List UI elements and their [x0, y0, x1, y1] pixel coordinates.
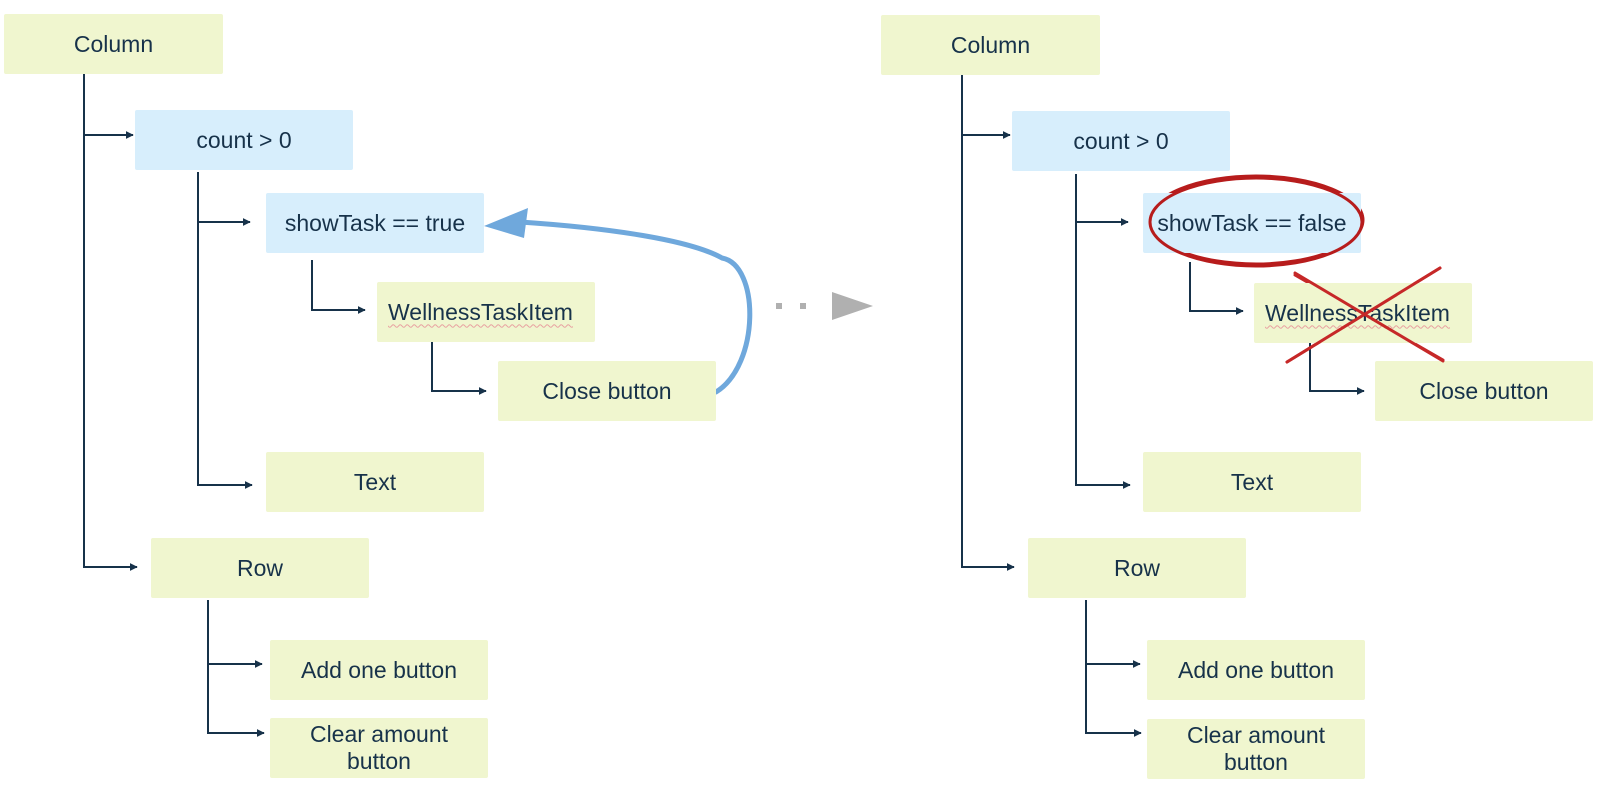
connector-column-to-count-right: [961, 74, 1011, 139]
node-clear-amount-button: Clear amount button: [270, 718, 488, 778]
transition-dot-1: [776, 303, 782, 309]
clear-button-label-line1: Clear amount: [309, 721, 449, 747]
connector-wellness-to-close: [431, 341, 487, 395]
node-clear-amount-button-after: Clear amount button: [1147, 719, 1365, 779]
node-text-after: Text: [1143, 452, 1361, 512]
node-add-one-button-after: Add one button: [1147, 640, 1365, 700]
node-wellness-task-item: WellnessTaskItem: [377, 282, 595, 342]
connector-row-to-clear-right: [1085, 664, 1142, 737]
connector-column-to-row: [83, 135, 138, 571]
clear-button-label-line1-after: Clear amount: [1186, 722, 1326, 748]
node-column-after: Column: [881, 15, 1100, 75]
node-row-after: Row: [1028, 538, 1246, 598]
recompose-arrowhead: [484, 208, 528, 238]
node-text: Text: [266, 452, 484, 512]
node-showtask-condition: showTask == true: [266, 193, 484, 253]
connector-column-to-row-right: [961, 135, 1015, 571]
recompose-arrow: [517, 219, 753, 395]
clear-button-label-line2-after: button: [1224, 749, 1288, 775]
node-close-button-after: Close button: [1375, 361, 1593, 421]
connector-row-to-clear: [207, 664, 265, 737]
wellness-task-item-label: WellnessTaskItem: [388, 298, 573, 325]
node-row: Row: [151, 538, 369, 598]
node-add-one-button: Add one button: [270, 640, 488, 700]
connector-count-to-text-right: [1075, 222, 1131, 489]
clear-button-label-line2: button: [347, 748, 411, 774]
node-column: Column: [4, 14, 223, 74]
transition-arrow: [776, 292, 873, 320]
wellness-task-item-label-after: WellnessTaskItem: [1265, 299, 1450, 326]
connector-count-to-show: [197, 172, 251, 226]
node-showtask-condition-after: showTask == false: [1143, 193, 1361, 253]
connector-wellness-to-close-right: [1309, 343, 1365, 395]
left-tree-connectors: [83, 74, 487, 737]
transition-arrowhead: [832, 292, 873, 320]
connector-show-to-wellness-right: [1189, 262, 1244, 315]
connector-show-to-wellness: [311, 260, 366, 314]
node-count-condition: count > 0: [135, 110, 353, 170]
connector-count-to-show-right: [1075, 174, 1129, 226]
node-close-button: Close button: [498, 361, 716, 421]
connector-column-to-count: [83, 74, 134, 139]
connector-row-to-add: [207, 600, 263, 668]
node-wellness-task-item-after: WellnessTaskItem: [1254, 283, 1472, 343]
node-count-condition-after: count > 0: [1012, 111, 1230, 171]
right-tree-connectors: [961, 74, 1365, 737]
connector-count-to-text: [197, 222, 253, 489]
connector-row-to-add-right: [1085, 600, 1141, 668]
transition-dot-2: [800, 303, 806, 309]
